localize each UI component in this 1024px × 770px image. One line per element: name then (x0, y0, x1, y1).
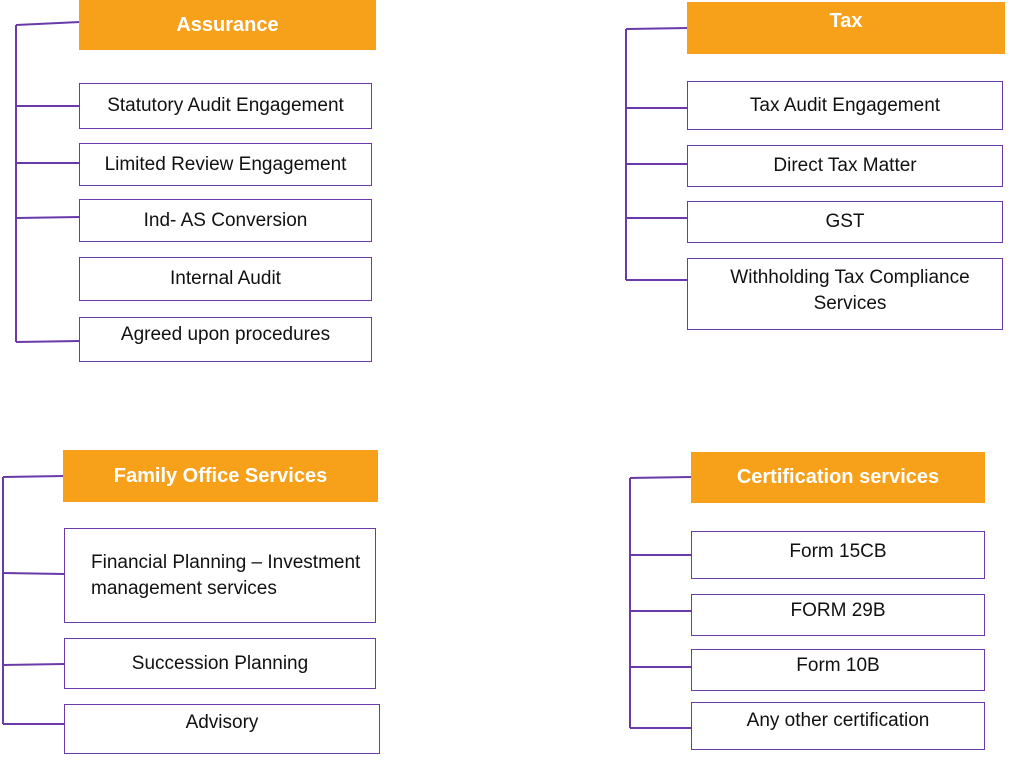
assurance-connector (15, 216, 81, 219)
assurance-item: Internal Audit (79, 257, 372, 301)
certification-item: Any other certification (691, 702, 985, 750)
certification-header: Certification services (691, 452, 985, 503)
tax-item: Tax Audit Engagement (687, 81, 1003, 130)
assurance-item: Statutory Audit Engagement (79, 83, 372, 129)
family-office-connector (2, 572, 65, 575)
certification-item: FORM 29B (691, 594, 985, 636)
certification-item: Form 15CB (691, 531, 985, 579)
assurance-header: Assurance (79, 0, 376, 50)
family-office-connector (2, 663, 65, 666)
tax-header: Tax (687, 2, 1005, 54)
assurance-connector (15, 340, 81, 343)
assurance-connector (15, 21, 81, 26)
family-office-header: Family Office Services (63, 450, 378, 502)
certification-item: Form 10B (691, 649, 985, 691)
family-office-item: Succession Planning (64, 638, 376, 689)
family-office-item: Advisory (64, 704, 380, 754)
tax-item: GST (687, 201, 1003, 243)
certification-connector (629, 476, 693, 479)
assurance-item: Agreed upon procedures (79, 317, 372, 362)
assurance-item: Limited Review Engagement (79, 143, 372, 186)
tax-item: Direct Tax Matter (687, 145, 1003, 187)
assurance-item: Ind- AS Conversion (79, 199, 372, 242)
family-office-item: Financial Planning – Investment manageme… (64, 528, 376, 623)
tax-connector (625, 27, 689, 30)
family-office-connector (2, 475, 65, 478)
tax-item: Withholding Tax Compliance Services (687, 258, 1003, 330)
